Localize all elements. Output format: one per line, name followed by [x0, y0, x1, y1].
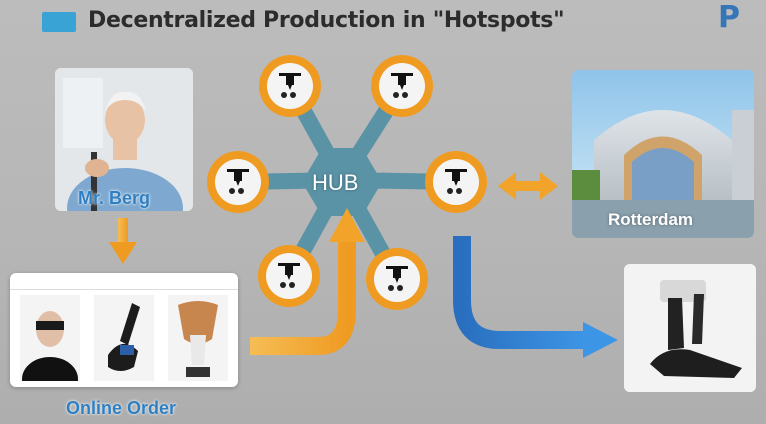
- hub-label: HUB: [312, 170, 359, 195]
- order-label: Online Order: [66, 398, 177, 418]
- person-label: Mr. Berg: [78, 188, 151, 208]
- city-illustration: [572, 70, 754, 238]
- product-photo: [624, 264, 756, 392]
- slide-title: Decentralized Production in "Hotspots": [88, 8, 565, 33]
- product-hand-orthosis: [94, 295, 154, 381]
- city-label: Rotterdam: [608, 210, 694, 229]
- product-face-mask: [20, 295, 80, 381]
- printer-node: [371, 55, 433, 117]
- printer-node: [366, 248, 428, 310]
- logo-fragment: P: [718, 0, 740, 35]
- person-photo: [55, 68, 193, 211]
- arrow-order-to-hub: [250, 208, 365, 355]
- orthosis-illustration: [624, 264, 756, 392]
- arrow-down-orange: [109, 218, 137, 264]
- title-accent-bar: [42, 12, 76, 32]
- city-photo: [572, 70, 754, 238]
- arrow-hub-to-product: [453, 236, 618, 358]
- product-ankle-orthosis: [168, 295, 228, 381]
- shop-nav-bar: [10, 273, 238, 290]
- hub-hexagon: [302, 148, 382, 216]
- person-illustration: [55, 68, 193, 211]
- printer-node: [258, 245, 320, 307]
- printer-node: [207, 151, 269, 213]
- printer-node: [425, 151, 487, 213]
- printer-node: [259, 55, 321, 117]
- arrow-double-orange: [498, 172, 558, 200]
- online-shop-screenshot: [10, 273, 238, 387]
